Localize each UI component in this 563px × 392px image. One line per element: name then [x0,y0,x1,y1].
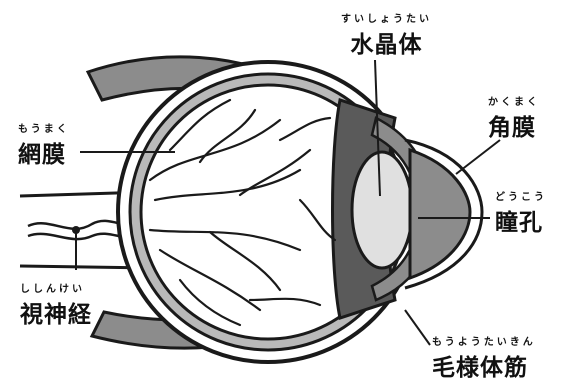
lens-reading: すいしょうたい [341,10,432,25]
retina-reading: もうまく [18,120,70,135]
pupil-term: 瞳孔 [495,203,547,237]
optic-nerve-reading: ししんけい [20,280,92,295]
lens-term: 水晶体 [341,25,432,59]
pupil-reading: どうこう [495,188,547,203]
label-cornea: かくまく 角膜 [488,93,540,142]
cornea-term: 角膜 [488,108,540,142]
cornea-reading: かくまく [488,93,540,108]
label-retina: もうまく 網膜 [18,120,70,169]
ciliary-term: 毛様体筋 [432,348,536,382]
label-pupil: どうこう 瞳孔 [495,188,547,237]
optic-nerve-dot [72,226,80,234]
label-ciliary: もうようたいきん 毛様体筋 [432,333,536,382]
label-lens: すいしょうたい 水晶体 [341,10,432,59]
retina-term: 網膜 [18,135,70,169]
ciliary-reading: もうようたいきん [432,333,536,348]
label-optic-nerve: ししんけい 視神経 [20,280,92,329]
optic-nerve-term: 視神経 [20,295,92,329]
lens [352,152,412,268]
